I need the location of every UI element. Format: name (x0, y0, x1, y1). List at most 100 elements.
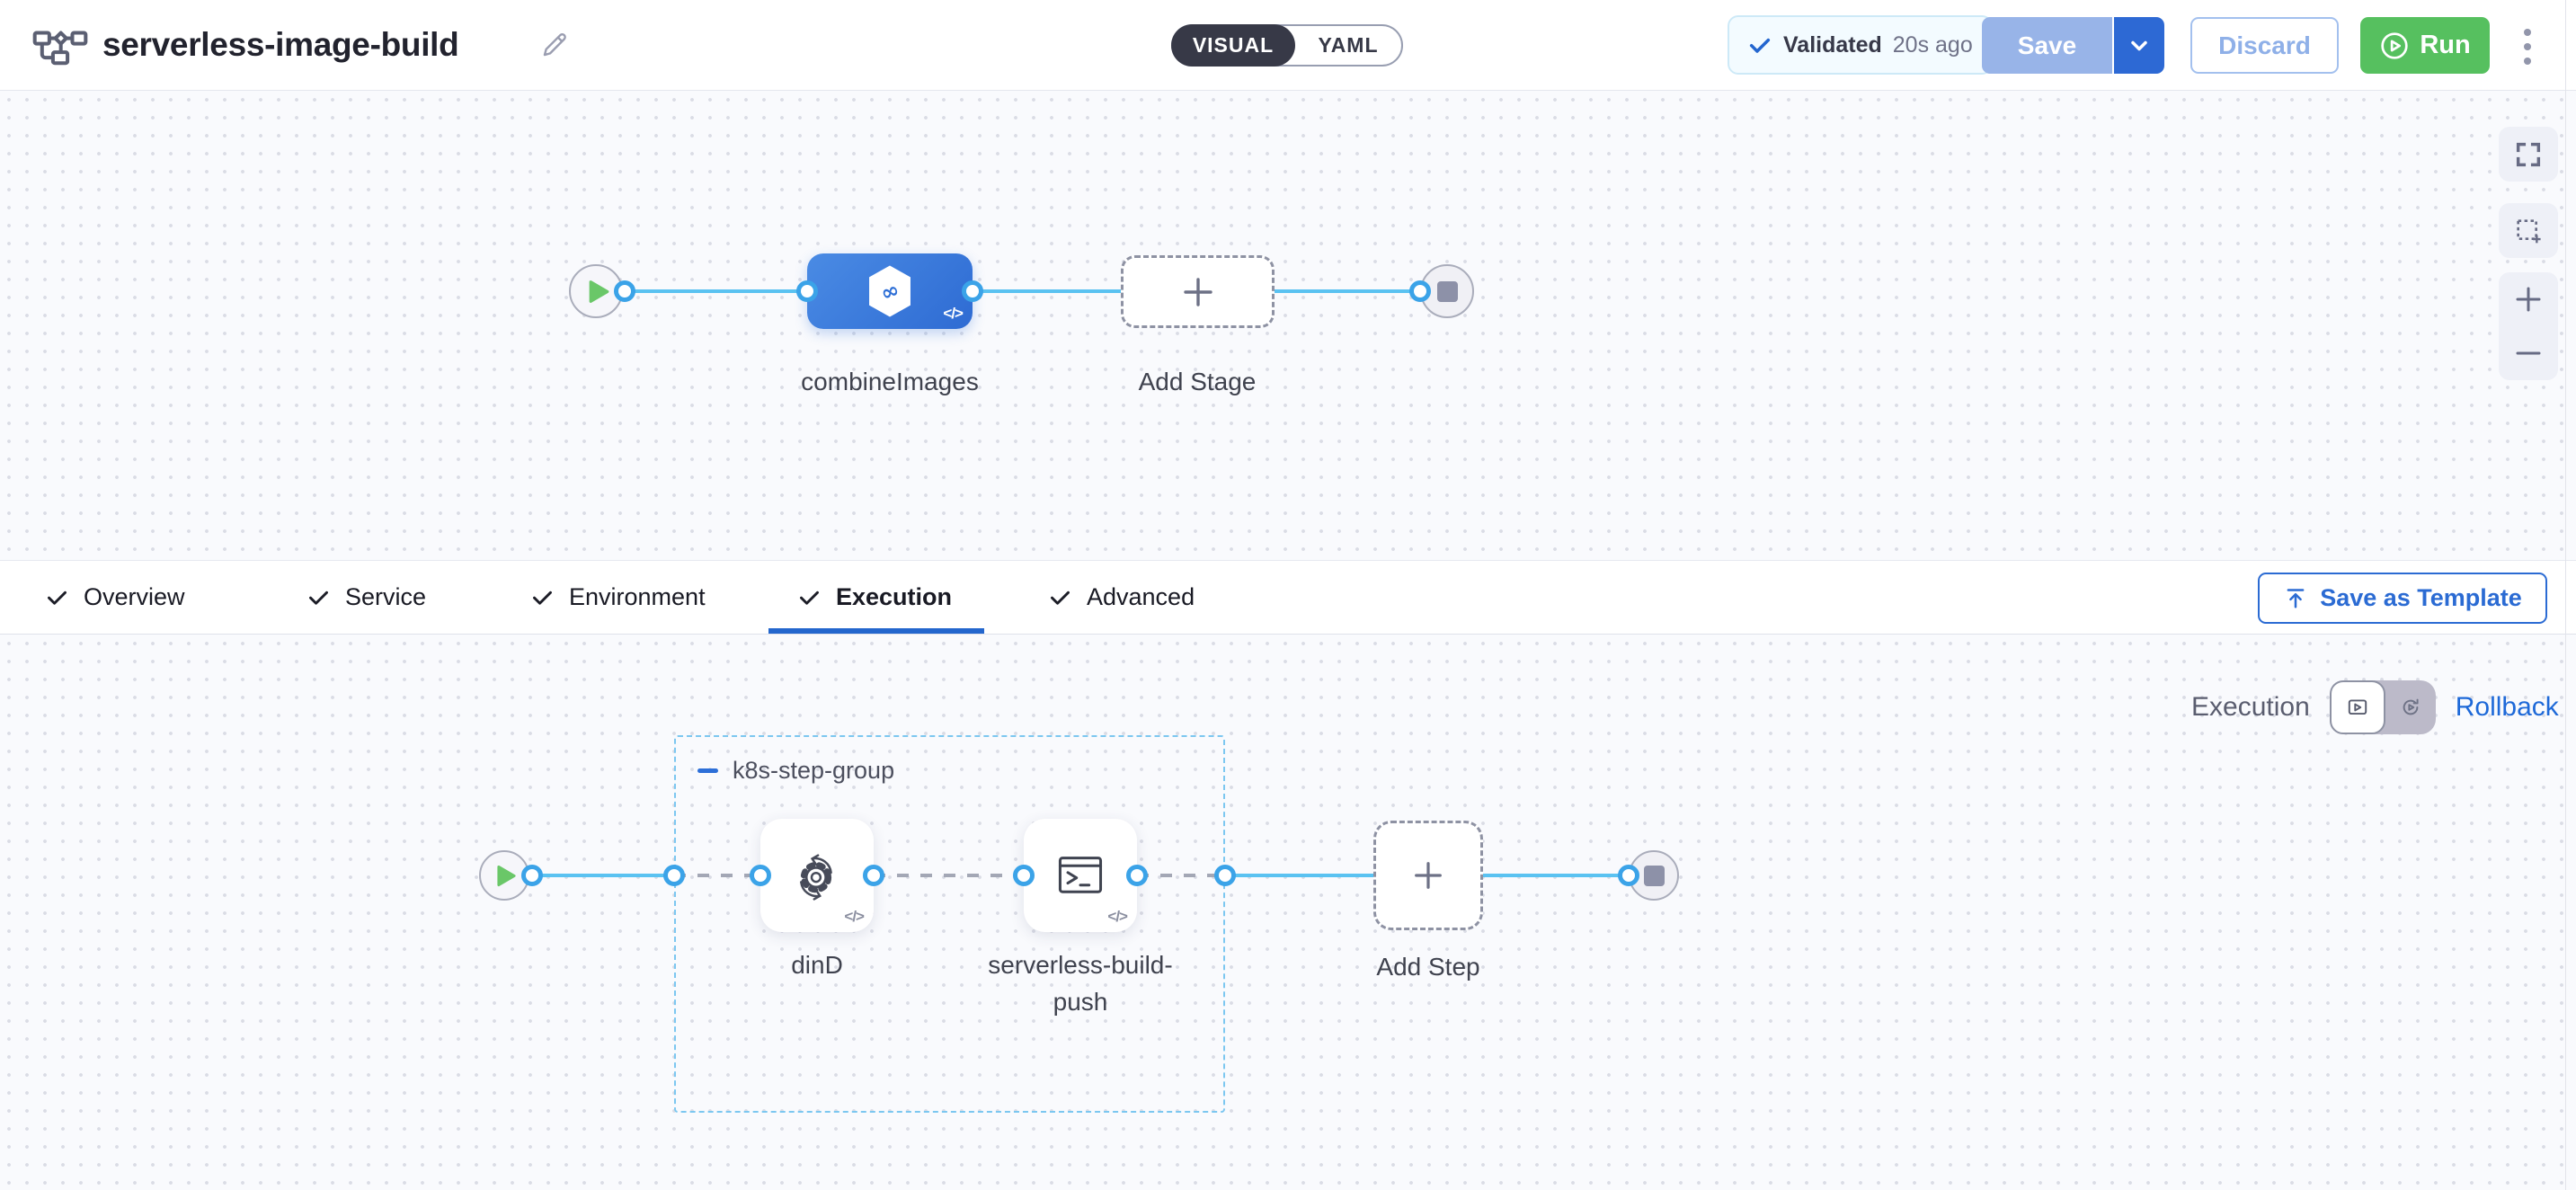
plus-icon (1415, 862, 1442, 889)
check-icon (48, 591, 67, 605)
template-upload-icon (2287, 588, 2305, 608)
tab-service[interactable]: Service (306, 561, 426, 634)
marquee-select-icon (2517, 218, 2541, 243)
tab-environment[interactable]: Environment (530, 561, 706, 634)
page-title: serverless-image-build (102, 26, 459, 63)
execution-view-icon (2348, 699, 2367, 715)
check-icon (533, 591, 552, 605)
connector-line (596, 289, 1447, 293)
play-node-icon (589, 280, 608, 303)
step-node-dind[interactable]: </> (760, 819, 874, 932)
code-icon: </> (844, 908, 865, 925)
header-bar: serverless-image-build VISUAL YAML Valid… (0, 0, 2576, 91)
validated-label: Validated (1783, 31, 1882, 58)
discard-button[interactable]: Discard (2190, 17, 2339, 74)
validation-badge[interactable]: Validated 20s ago (1728, 15, 1993, 75)
tab-label: Advanced (1087, 583, 1195, 610)
connector-port[interactable] (750, 865, 771, 886)
save-button[interactable]: Save (1982, 17, 2112, 74)
connector-line (874, 874, 1024, 877)
connector-line (504, 874, 674, 877)
pencil-icon[interactable] (539, 30, 570, 65)
step-node-serverless-build-push[interactable]: </> (1024, 819, 1137, 932)
stop-node-icon (1436, 280, 1458, 302)
tab-execution[interactable]: Execution (797, 561, 952, 634)
marquee-select-button[interactable] (2499, 203, 2558, 258)
save-dropdown-button[interactable] (2112, 17, 2164, 74)
run-label: Run (2420, 31, 2471, 59)
code-icon: </> (1107, 908, 1128, 925)
toggle-yaml[interactable]: YAML (1318, 33, 1379, 57)
connector-port[interactable] (796, 280, 818, 302)
execution-mode-row: Execution Rollback (2191, 679, 2559, 735)
rollback-link[interactable]: Rollback (2455, 692, 2559, 722)
execution-rollback-toggle[interactable] (2329, 680, 2436, 734)
config-tabs-bar: Overview Service Environment Execution A… (0, 560, 2576, 635)
toggle-visual[interactable]: VISUAL (1171, 24, 1295, 67)
connector-port[interactable] (614, 280, 635, 302)
step-label: dinD (791, 951, 843, 979)
save-as-template-label: Save as Template (2320, 584, 2522, 611)
connector-line (674, 874, 760, 877)
chevron-down-icon (2131, 40, 2147, 50)
execution-start-node[interactable] (479, 850, 529, 901)
validated-time: 20s ago (1892, 31, 1973, 58)
zoom-in-icon[interactable] (2512, 283, 2545, 315)
check-icon (800, 591, 819, 605)
rollback-view-icon (2403, 698, 2419, 715)
page-edge-divider (2565, 0, 2566, 1190)
connector-port[interactable] (863, 865, 884, 886)
connector-line (1137, 874, 1225, 877)
connector-port[interactable] (1126, 865, 1148, 886)
add-stage-button[interactable] (1121, 255, 1275, 328)
tab-label: Overview (84, 583, 185, 610)
tab-label: Service (345, 583, 427, 610)
zoom-controls (2499, 272, 2558, 380)
stage-node-combineimages[interactable]: ∞ </> (807, 253, 973, 329)
check-icon (1749, 38, 1771, 53)
connector-port[interactable] (1409, 280, 1431, 302)
connector-port[interactable] (1013, 865, 1035, 886)
step-group-title: k8s-step-group (733, 757, 895, 784)
play-circle-icon (2381, 31, 2408, 59)
step-label: serverless-build-push (988, 951, 1173, 1016)
pipeline-icon (32, 22, 88, 72)
connector-port[interactable] (663, 865, 685, 886)
kebab-menu-icon[interactable] (2509, 22, 2545, 72)
gear-sync-icon (800, 854, 832, 901)
step-group-header: k8s-step-group (697, 757, 894, 785)
fullscreen-button[interactable] (2499, 127, 2558, 182)
connector-port[interactable] (1618, 865, 1639, 886)
execution-canvas[interactable]: Execution Rollback k8s-step-group (0, 635, 2576, 1190)
check-icon (309, 591, 328, 605)
add-step-button[interactable] (1373, 821, 1483, 930)
active-tab-indicator (768, 628, 984, 634)
check-icon (1051, 591, 1070, 605)
rollback-view-button[interactable] (2385, 680, 2436, 734)
tab-advanced[interactable]: Advanced (1048, 561, 1195, 634)
stage-label: combineImages (801, 368, 979, 395)
play-node-icon (497, 865, 516, 886)
execution-mode-label: Execution (2191, 692, 2310, 722)
collapse-icon[interactable] (697, 768, 718, 773)
execution-view-button[interactable] (2329, 680, 2385, 734)
stage-canvas[interactable]: ∞ </> combineImages Add Stage (0, 91, 2576, 560)
tab-overview[interactable]: Overview (45, 561, 185, 634)
terminal-icon (1058, 857, 1103, 893)
save-as-template-button[interactable]: Save as Template (2258, 573, 2547, 624)
run-button[interactable]: Run (2360, 17, 2490, 74)
zoom-out-icon[interactable] (2512, 337, 2545, 369)
tab-label: Environment (569, 583, 706, 610)
connector-port[interactable] (521, 865, 543, 886)
add-stage-label: Add Stage (1138, 368, 1257, 395)
fullscreen-icon (2516, 142, 2541, 166)
plus-icon (1183, 277, 1212, 306)
connector-port[interactable] (1214, 865, 1236, 886)
visual-yaml-toggle[interactable]: VISUAL YAML (1171, 24, 1403, 67)
stop-node-icon (1643, 865, 1665, 886)
step-group-k8s[interactable]: k8s-step-group (674, 735, 1225, 1113)
connector-port[interactable] (962, 280, 983, 302)
tab-label: Execution (836, 583, 953, 610)
add-step-label: Add Step (1376, 953, 1480, 981)
